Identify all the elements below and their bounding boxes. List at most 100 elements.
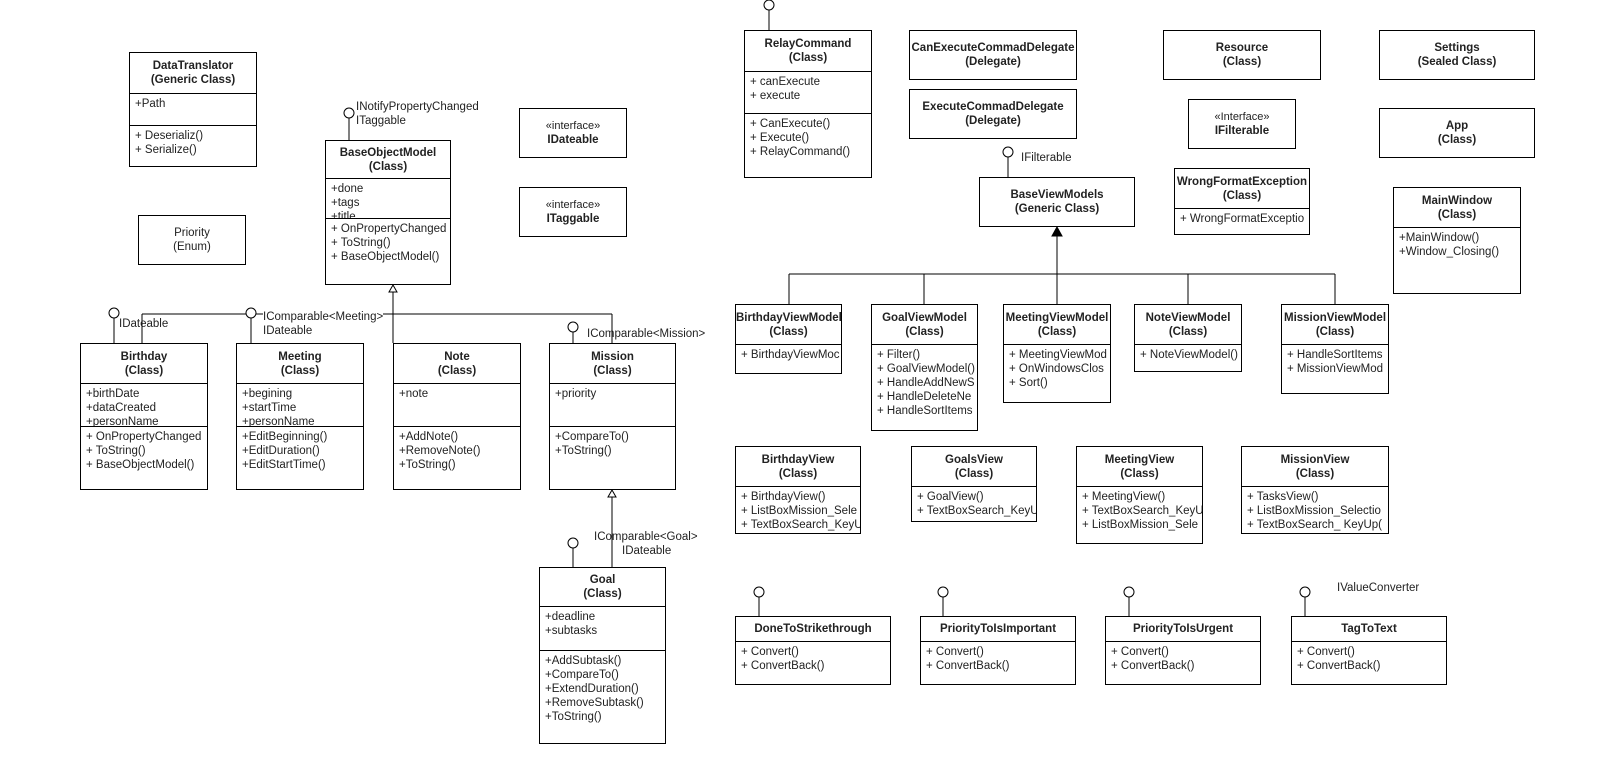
class-box-missionview[interactable]: MissionView(Class)+ TasksView()+ ListBox… — [1241, 446, 1389, 534]
method: + ListBoxMission_Selectio — [1247, 505, 1381, 517]
methods-section: + OnPropertyChanged+ ToString()+ BaseObj… — [81, 427, 207, 475]
class-box-priorityimportant[interactable]: PriorityToIsImportant+ Convert()+ Conver… — [920, 616, 1076, 685]
attributes-section: + canExecute+ execute — [745, 72, 871, 114]
attribute: +startTime — [242, 402, 297, 414]
class-box-goalsview[interactable]: GoalsView(Class)+ GoalView()+ TextBoxSea… — [911, 446, 1037, 522]
class-box-meetingview[interactable]: MeetingView(Class)+ MeetingView()+ TextB… — [1076, 446, 1203, 544]
attribute: +birthDate — [86, 388, 140, 400]
class-box-resource[interactable]: Resource(Class) — [1163, 30, 1321, 80]
methods-section: + MeetingViewMod+ OnWindowsClos+ Sort() — [1004, 345, 1110, 393]
class-box-mainwindow[interactable]: MainWindow(Class)+MainWindow()+Window_Cl… — [1393, 187, 1521, 294]
method: + BaseObjectModel() — [86, 459, 195, 471]
class-header: NoteViewModel(Class) — [1135, 305, 1241, 345]
methods-section: + BirthdayView()+ ListBoxMission_Sele+ T… — [736, 487, 860, 533]
class-box-canexecute[interactable]: CanExecuteCommadDelegate(Delegate) — [909, 30, 1077, 80]
class-kind: (Class) — [583, 588, 622, 600]
methods-section: + Convert()+ ConvertBack() — [921, 642, 1075, 676]
class-box-ifilterable[interactable]: «Interface»IFilterable — [1188, 99, 1296, 149]
attributes-section: +priority — [550, 384, 675, 427]
interface-lollipop-icon — [567, 321, 579, 333]
class-header: MissionViewModel(Class) — [1282, 305, 1388, 345]
class-name: Note — [444, 350, 470, 363]
class-box-goalvm[interactable]: GoalViewModel(Class)+ Filter()+ GoalView… — [871, 304, 978, 431]
methods-section: + Convert()+ ConvertBack() — [1292, 642, 1446, 676]
class-kind: (Class) — [1437, 134, 1477, 146]
method: +ToString() — [545, 711, 602, 723]
method: +CompareTo() — [545, 669, 619, 681]
class-header: Note(Class) — [394, 344, 520, 384]
class-header: PriorityToIsImportant — [921, 617, 1075, 642]
method: + ConvertBack() — [1111, 660, 1195, 672]
class-box-birthdayview[interactable]: BirthdayView(Class)+ BirthdayView()+ Lis… — [735, 446, 861, 534]
class-kind: (Class) — [1222, 56, 1262, 68]
class-box-priority[interactable]: Priority(Enum) — [138, 215, 246, 265]
class-box-datatranslator[interactable]: DataTranslator (Generic Class) +Path + Dese… — [129, 52, 257, 167]
method: +ToString() — [555, 445, 612, 457]
class-box-baseobjectmodel[interactable]: BaseObjectModel(Class)+done+tags+title+ … — [325, 140, 451, 285]
class-box-execute[interactable]: ExecuteCommadDelegate(Delegate) — [909, 89, 1077, 139]
class-box-goal[interactable]: Goal(Class)+deadline+subtasks+AddSubtask… — [539, 567, 666, 744]
class-header: MeetingViewModel(Class) — [1004, 305, 1110, 345]
class-box-birthday[interactable]: Birthday(Class)+birthDate+dataCreated+pe… — [80, 343, 208, 490]
interface-label: IComparable<Mission> — [587, 328, 706, 340]
method: + ListBoxMission_Sele — [1082, 519, 1199, 531]
class-box-wrongformat[interactable]: WrongFormatException(Class)+ WrongFormat… — [1174, 168, 1310, 235]
class-kind: (Class) — [280, 364, 320, 377]
class-box-meetingvm[interactable]: MeetingViewModel(Class)+ MeetingViewMod+… — [1003, 304, 1111, 403]
method: +CompareTo() — [555, 431, 629, 443]
class-header: Priority(Enum) — [139, 216, 245, 264]
class-box-settings[interactable]: Settings(Sealed Class) — [1379, 30, 1535, 80]
class-kind: (Generic Class) — [150, 74, 236, 86]
attribute: +Path — [135, 98, 166, 110]
class-box-priorityurgent[interactable]: PriorityToIsUrgent+ Convert()+ ConvertBa… — [1105, 616, 1261, 685]
method: +EditDuration() — [242, 445, 320, 457]
class-name: BaseViewModels — [1010, 189, 1104, 201]
class-name: GoalsView — [945, 453, 1003, 466]
interface-lollipop-icon — [245, 307, 257, 319]
stereotype-label: «interface» — [545, 120, 601, 132]
method: + HandleDeleteNe — [877, 391, 972, 403]
attribute: +note — [399, 388, 429, 400]
attributes-section: +birthDate+dataCreated+personName — [81, 384, 207, 427]
class-box-note[interactable]: Note(Class)+note+AddNote()+RemoveNote()+… — [393, 343, 521, 490]
class-box-app[interactable]: App (Class) — [1379, 108, 1535, 158]
class-kind: (Enum) — [173, 241, 211, 253]
class-name: Birthday — [120, 350, 168, 363]
interface-label: IDateable — [119, 318, 169, 330]
class-kind: (Class) — [1037, 325, 1077, 338]
class-header: TagToText — [1292, 617, 1446, 642]
class-box-baseviewmodels[interactable]: BaseViewModels(Generic Class) — [979, 177, 1135, 227]
attribute: + execute — [750, 90, 801, 102]
class-box-missionvm[interactable]: MissionViewModel(Class)+ HandleSortItems… — [1281, 304, 1389, 394]
class-box-relaycommand[interactable]: RelayCommand(Class)+ canExecute+ execute… — [744, 30, 872, 178]
method: + Deserializ() — [135, 130, 204, 142]
class-name: DataTranslator — [152, 60, 234, 72]
class-box-mission[interactable]: Mission(Class)+priority+CompareTo()+ToSt… — [549, 343, 676, 490]
methods-section: +MainWindow()+Window_Closing() — [1394, 228, 1520, 262]
attribute: +personName — [86, 416, 159, 427]
class-name: App — [1445, 120, 1469, 132]
class-header: BirthdayView(Class) — [736, 447, 860, 487]
class-header: Goal(Class) — [540, 568, 665, 607]
class-box-tagtotext[interactable]: TagToText+ Convert()+ ConvertBack() — [1291, 616, 1447, 685]
class-name: RelayCommand — [764, 38, 852, 50]
class-box-notevm[interactable]: NoteViewModel(Class)+ NoteViewModel() — [1134, 304, 1242, 372]
method: + ConvertBack() — [741, 660, 825, 672]
methods-section: +CompareTo() +ToString() — [550, 427, 675, 461]
method: + MeetingViewMod — [1009, 349, 1107, 361]
attribute: +done — [331, 183, 364, 195]
class-box-itaggable[interactable]: «interface»ITaggable — [519, 187, 627, 237]
class-kind: (Sealed Class) — [1417, 56, 1497, 68]
class-box-idateable[interactable]: «interface»IDateable — [519, 108, 627, 158]
methods-section: + Convert()+ ConvertBack() — [736, 642, 890, 676]
method: + BirthdayView() — [741, 491, 826, 503]
class-box-donetostrike[interactable]: DoneToStrikethrough+ Convert()+ ConvertB… — [735, 616, 891, 685]
class-kind: (Class) — [905, 325, 944, 338]
class-box-birthdayvm[interactable]: BirthdayViewModel(Class)+ BirthdayViewMo… — [735, 304, 842, 374]
interface-lollipop-icon — [937, 586, 949, 598]
class-header: WrongFormatException(Class) — [1175, 169, 1309, 209]
method: + ToString() — [331, 237, 391, 249]
interface-label: IComparable<Meeting> — [263, 310, 384, 324]
interface-lollipop-icon — [763, 0, 775, 11]
class-box-meeting[interactable]: Meeting(Class)+begining+startTime+person… — [236, 343, 364, 490]
